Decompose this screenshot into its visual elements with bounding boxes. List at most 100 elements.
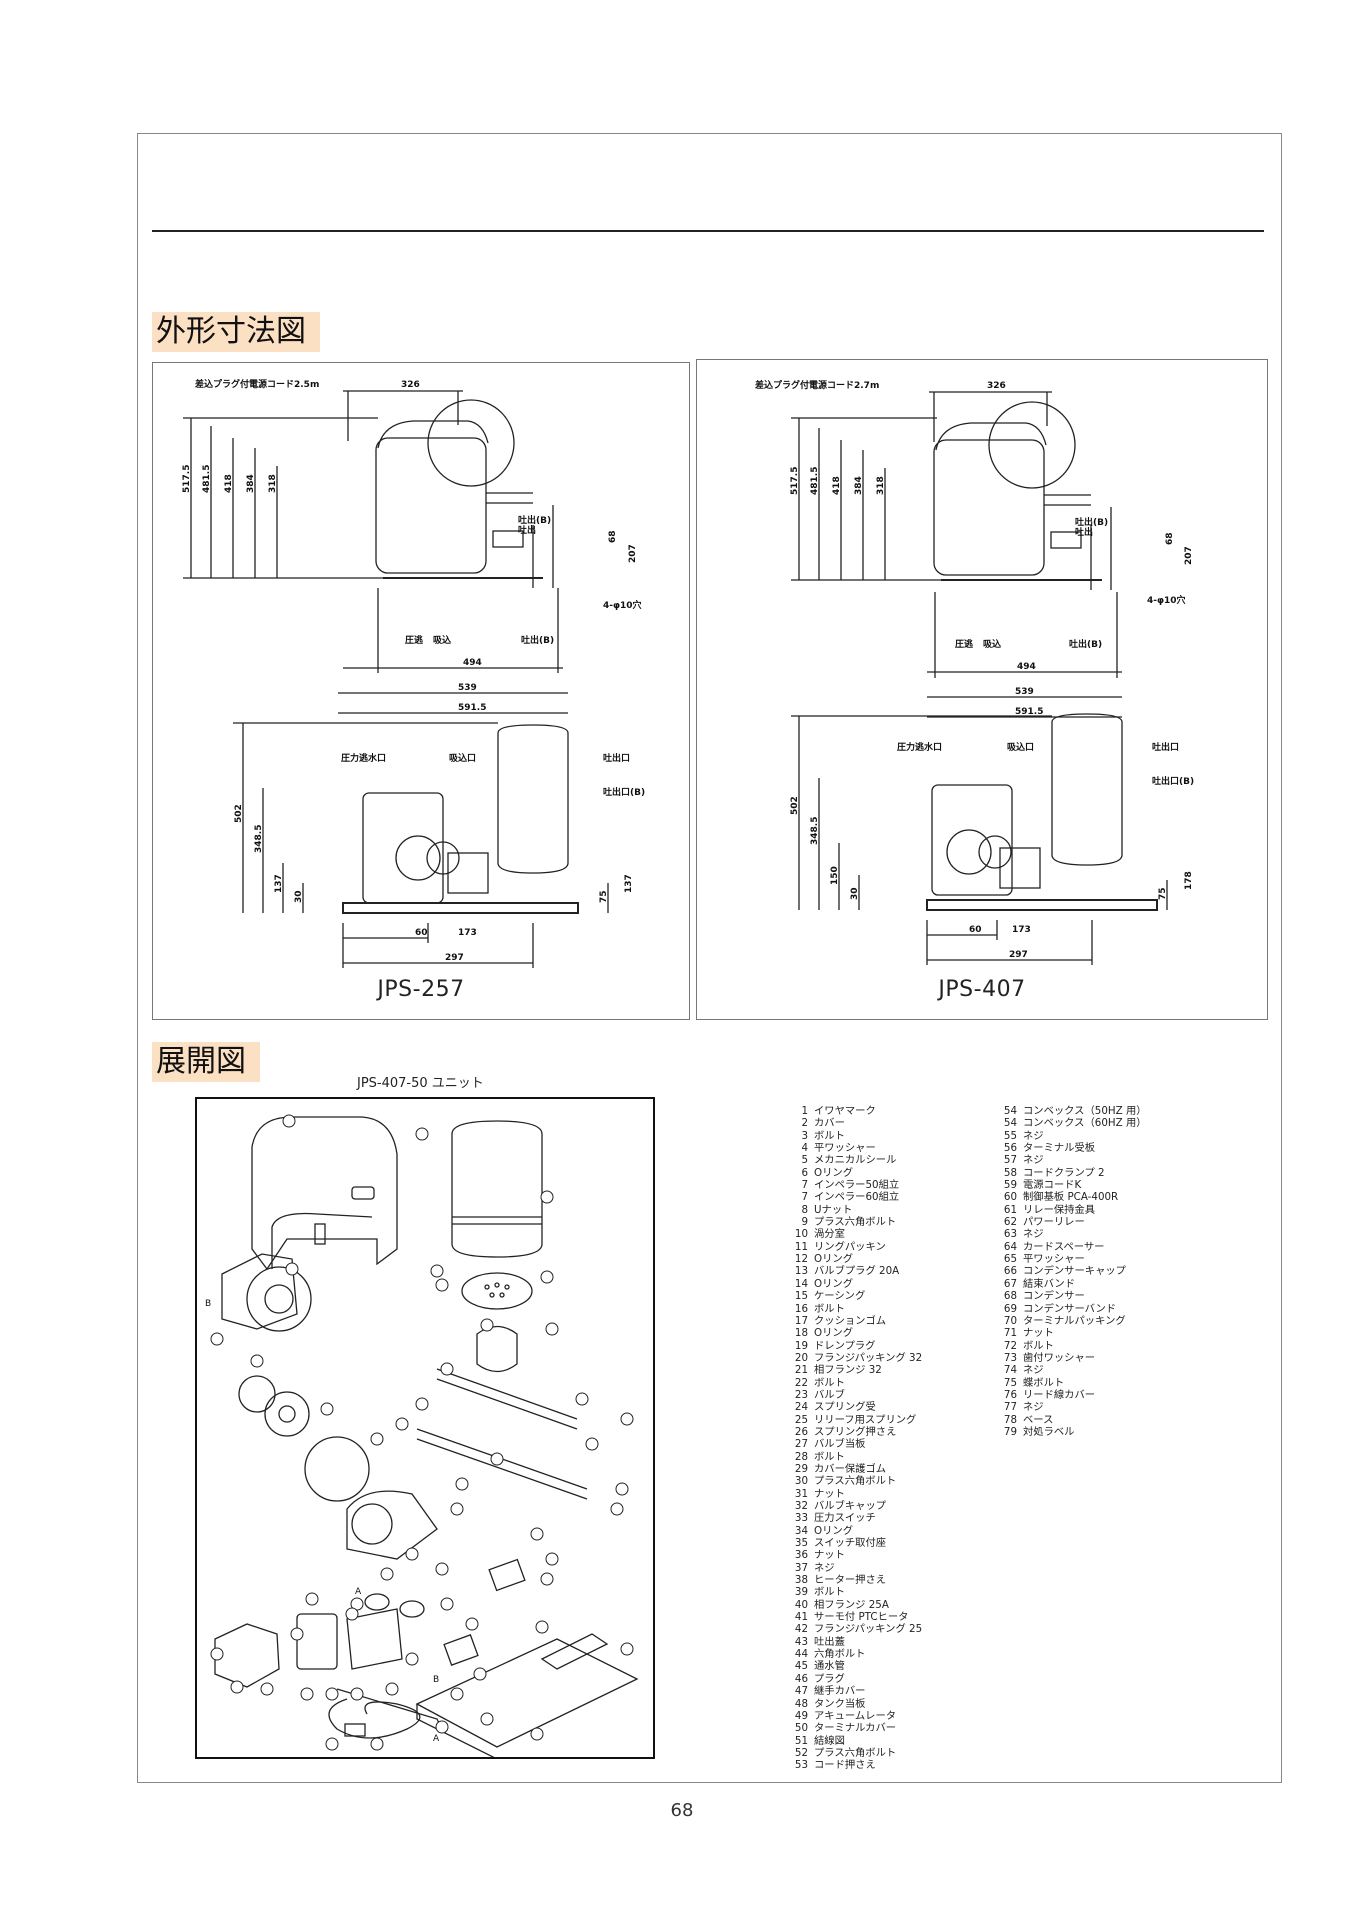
part-name: ドレンプラグ (814, 1339, 876, 1352)
part-name: アキュームレータ (814, 1709, 897, 1722)
part-number: 74 (1003, 1364, 1017, 1377)
part-name: プラス六角ボルト (814, 1746, 897, 1759)
part-name: ネジ (1023, 1129, 1044, 1142)
dim-207: 207 (628, 544, 638, 563)
part-name: プラグ (814, 1672, 845, 1685)
part-name: クッションゴム (814, 1314, 887, 1327)
part-name: スプリング受 (814, 1401, 876, 1414)
part-item: 14 Oリング (789, 1278, 922, 1290)
dim-side-137a: 137 (274, 874, 284, 893)
part-number: 7 (801, 1179, 808, 1192)
part-number: 73 (1003, 1351, 1017, 1364)
part-name: フランジパッキング 25 (814, 1623, 923, 1636)
part-number: 1 (801, 1105, 808, 1117)
part-number: 67 (1003, 1277, 1017, 1290)
side-discharge-port-b: 吐出口(B) (1152, 775, 1194, 787)
dim-494: 494 (463, 658, 482, 668)
part-name: メカニカルシール (814, 1154, 897, 1167)
part-name: ボルト (814, 1450, 845, 1463)
dim-539: 539 (1015, 687, 1034, 697)
dim-173: 173 (458, 928, 477, 938)
part-name: ボルト (1023, 1339, 1054, 1352)
part-number: 61 (1003, 1203, 1017, 1216)
dim-517: 517.5 (182, 465, 192, 493)
part-item: 51 結線図 (789, 1735, 922, 1747)
part-name: 六角ボルト (814, 1648, 866, 1661)
part-number: 12 (794, 1253, 808, 1266)
part-number: 54 (1003, 1105, 1017, 1117)
part-number: 17 (794, 1314, 808, 1327)
port-suction: 吸込 (433, 634, 451, 646)
part-number: 64 (1003, 1240, 1017, 1253)
side-suction-port: 吸込口 (449, 752, 476, 764)
part-name: カバー (814, 1117, 845, 1130)
part-number: 40 (794, 1598, 808, 1611)
part-number: 52 (794, 1746, 808, 1759)
part-name: バルブプラグ 20A (814, 1265, 900, 1278)
side-discharge-port: 吐出口 (603, 752, 630, 764)
part-name: タンク当板 (814, 1697, 866, 1710)
dim-178: 178 (1184, 871, 1194, 890)
part-name: コンデンサーキャップ (1023, 1265, 1126, 1278)
part-name: 制御基板 PCA-400R (1023, 1191, 1119, 1204)
page-frame (137, 133, 1282, 1783)
dim-481: 481.5 (810, 467, 820, 495)
part-name: バルブ当板 (814, 1438, 866, 1451)
exploded-view: B A B A (195, 1097, 655, 1760)
part-number: 71 (1003, 1327, 1017, 1340)
dim-207: 207 (1184, 546, 1194, 565)
part-number: 27 (794, 1438, 808, 1451)
part-number: 33 (794, 1512, 808, 1525)
part-name: パワーリレー (1023, 1216, 1085, 1229)
part-number: 56 (1003, 1142, 1017, 1155)
part-name: サーモ付 PTCヒータ (814, 1611, 909, 1624)
part-number: 58 (1003, 1166, 1017, 1179)
page-number: 68 (670, 1800, 694, 1821)
part-number: 57 (1003, 1154, 1017, 1167)
port-discharge: 吐出 (1075, 526, 1093, 538)
part-name: Oリング (814, 1277, 853, 1290)
part-name: リレー保持金具 (1023, 1203, 1096, 1216)
dim-418: 418 (832, 476, 842, 495)
port-discharge-b-top: 吐出(B) (518, 514, 551, 526)
part-name: ターミナルカバー (814, 1722, 897, 1735)
part-number: 39 (794, 1586, 808, 1599)
part-item: 67 結束バンド (998, 1278, 1147, 1290)
model-label-left: JPS-257 (377, 977, 465, 1002)
part-name: ターミナルパッキング (1023, 1314, 1126, 1327)
cord-label: 差込プラグ付電源コード2.5m (195, 378, 319, 390)
dim-539: 539 (458, 683, 477, 693)
part-name: 結線図 (814, 1734, 845, 1747)
part-number: 14 (794, 1277, 808, 1290)
part-name: 結束バンド (1023, 1277, 1075, 1290)
part-number: 63 (1003, 1228, 1017, 1241)
part-number: 47 (794, 1685, 808, 1698)
part-number: 18 (794, 1327, 808, 1340)
header-rule (152, 230, 1264, 232)
part-number: 21 (794, 1364, 808, 1377)
side-discharge-port-b: 吐出口(B) (603, 786, 645, 798)
part-number: 6 (801, 1166, 808, 1179)
part-name: 平ワッシャー (1023, 1253, 1085, 1266)
part-name: Oリング (814, 1166, 853, 1179)
part-item: 61 リレー保持金具 (998, 1204, 1147, 1216)
part-number: 51 (794, 1734, 808, 1747)
